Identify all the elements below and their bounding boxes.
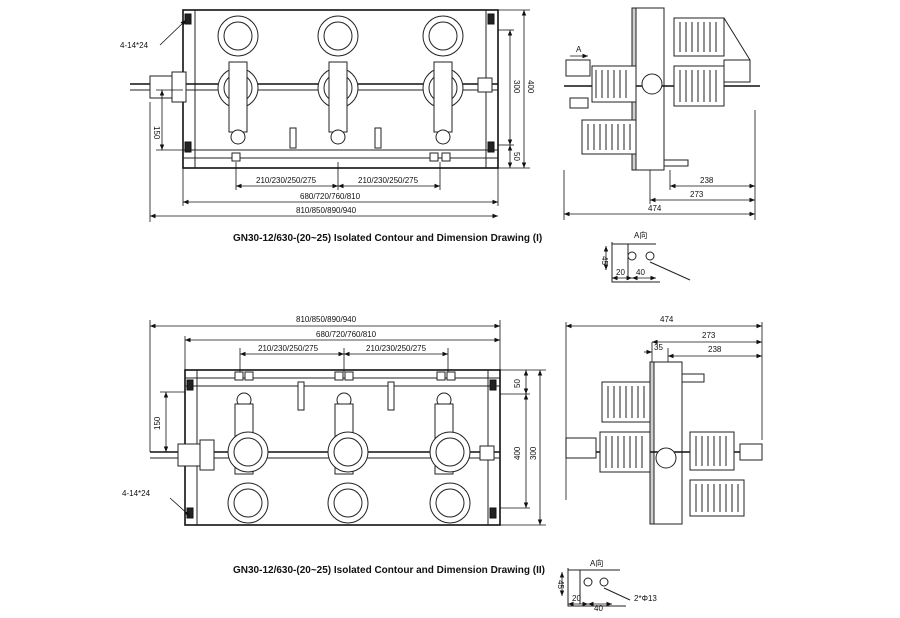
side-238-2: 238 bbox=[708, 345, 722, 354]
detail-40-2: 40 bbox=[594, 604, 603, 613]
view-a-arrow-label: A bbox=[576, 45, 582, 54]
dim-50-2: 50 bbox=[513, 379, 522, 388]
detail-45-1: 45 bbox=[600, 256, 609, 265]
dim-300-2: 300 bbox=[529, 446, 538, 460]
side-view-1 bbox=[563, 7, 760, 220]
dim-overall-2: 810/850/890/940 bbox=[296, 315, 357, 324]
pole-1b bbox=[317, 15, 359, 145]
dim-phase-2b: 210/230/250/275 bbox=[366, 344, 427, 353]
dim-150-2: 150 bbox=[153, 416, 162, 430]
front-view-1 bbox=[130, 9, 499, 169]
dimensions-2 bbox=[149, 320, 546, 526]
caption-drawing-1: GN30-12/630-(20~25) Isolated Contour and… bbox=[233, 233, 542, 244]
dim-overall-1: 810/850/890/940 bbox=[296, 206, 357, 215]
side-35-2: 35 bbox=[654, 343, 663, 352]
pole-1c bbox=[422, 15, 464, 145]
dim-mid-2: 680/720/760/810 bbox=[316, 330, 377, 339]
detail-holes-2: 2*Φ13 bbox=[634, 594, 657, 603]
detail-title-2: A向 bbox=[590, 558, 603, 568]
hole-label-2: 4-14*24 bbox=[122, 489, 151, 498]
dim-150-1: 150 bbox=[152, 126, 161, 140]
dimensions-1 bbox=[149, 9, 530, 222]
pole-2b bbox=[327, 392, 369, 524]
pole-2a bbox=[227, 392, 269, 524]
detail-title-1: A向 bbox=[634, 230, 647, 240]
front-view-2 bbox=[150, 369, 501, 526]
hole-label-1: 4-14*24 bbox=[120, 41, 149, 50]
detail-20-2: 20 bbox=[572, 594, 581, 603]
dim-phase-1b: 210/230/250/275 bbox=[358, 176, 419, 185]
caption-drawing-2: GN30-12/630-(20~25) Isolated Contour and… bbox=[233, 565, 545, 576]
dim-mid-1: 680/720/760/810 bbox=[300, 192, 361, 201]
detail-a-1 bbox=[603, 242, 691, 283]
pole-2c bbox=[429, 392, 471, 524]
detail-20-1: 20 bbox=[616, 268, 625, 277]
side-273-1: 273 bbox=[690, 190, 704, 199]
side-273-2: 273 bbox=[702, 331, 716, 340]
detail-40-1: 40 bbox=[636, 268, 645, 277]
side-474-2: 474 bbox=[660, 315, 674, 324]
detail-a-2 bbox=[559, 568, 631, 607]
side-474-1: 474 bbox=[648, 204, 662, 213]
side-238-1: 238 bbox=[700, 176, 714, 185]
dim-phase-2a: 210/230/250/275 bbox=[258, 344, 319, 353]
dim-50-1: 50 bbox=[512, 152, 521, 161]
dim-400-1: 400 bbox=[526, 80, 535, 94]
detail-45-2: 45 bbox=[556, 580, 565, 589]
side-view-2 bbox=[565, 322, 763, 525]
dim-400-2: 400 bbox=[513, 446, 522, 460]
pole-1a bbox=[217, 15, 259, 145]
dim-300-1: 300 bbox=[512, 80, 521, 94]
dim-phase-1a: 210/230/250/275 bbox=[256, 176, 317, 185]
